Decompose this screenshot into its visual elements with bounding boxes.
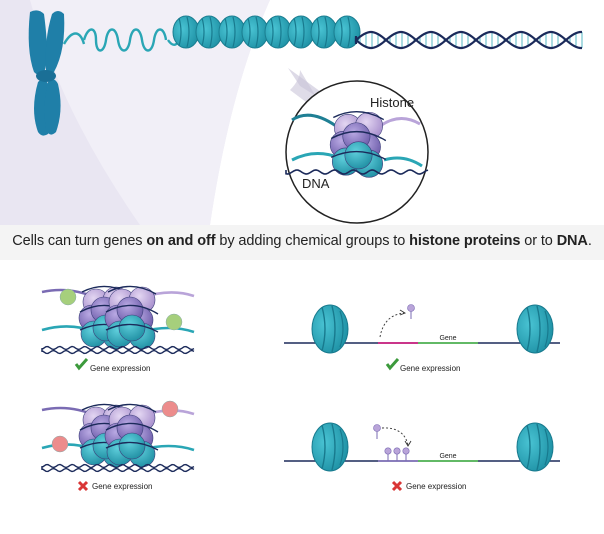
caption-text: Cells can turn genes on and off by addin… (12, 233, 592, 249)
nucleosome-fiber (172, 15, 361, 49)
chemical-group-icon (165, 313, 183, 331)
chemical-group-icon (59, 288, 77, 306)
methyl-group-icon (402, 447, 410, 455)
dna-off-panel: Gene (284, 422, 560, 472)
caption-band (0, 225, 604, 260)
dna-label: DNA (302, 176, 330, 191)
gene-label: Gene (439, 335, 456, 342)
chemical-group-icon (51, 435, 69, 453)
histone-label: Histone (370, 95, 414, 110)
histone-on-panel (41, 285, 195, 355)
dna-helix-icon (354, 30, 583, 50)
cross-icon (391, 480, 403, 492)
gene-label: Gene (439, 453, 456, 460)
methyl-group-icon (407, 304, 415, 312)
zoom-nucleosome-icon (285, 111, 429, 178)
dna-off-status: Gene expression (391, 480, 466, 492)
histone-on-status: Gene expression (74, 358, 150, 373)
methyl-group-icon (384, 447, 392, 455)
svg-text:Gene expression: Gene expression (90, 364, 150, 373)
svg-text:Gene expression: Gene expression (400, 364, 460, 373)
dna-on-panel: Gene (284, 304, 560, 354)
zoom-callout: Histone DNA (285, 68, 429, 224)
histone-off-status: Gene expression (77, 480, 152, 492)
check-icon (385, 358, 400, 371)
cross-icon (77, 480, 89, 492)
dna-on-status: Gene expression (385, 358, 460, 373)
svg-text:Gene expression: Gene expression (406, 482, 466, 491)
check-icon (74, 358, 89, 371)
methyl-group-icon (393, 447, 401, 455)
histone-off-panel (41, 400, 195, 473)
chromosome-icon (28, 10, 65, 136)
chemical-group-icon (161, 400, 179, 418)
svg-text:Gene expression: Gene expression (92, 482, 152, 491)
